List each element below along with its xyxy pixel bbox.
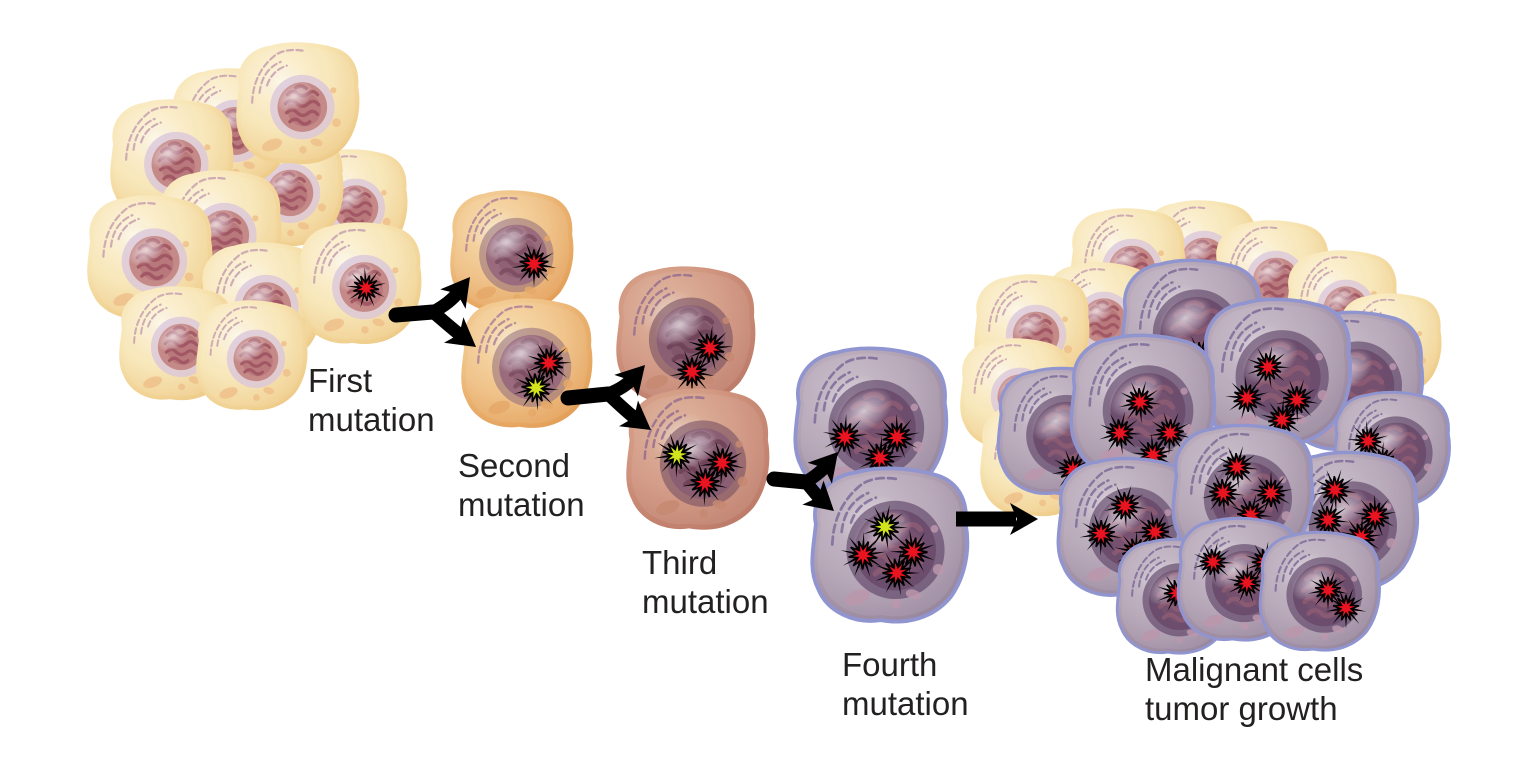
label-line: mutation <box>642 582 769 620</box>
cell-nucleus <box>259 162 321 224</box>
mutation-star-red <box>1249 471 1293 514</box>
mutation-star-yellow <box>863 504 908 550</box>
cell-brown <box>626 388 770 530</box>
cell-purple <box>810 466 970 624</box>
mutation-star-red <box>1215 446 1259 489</box>
cell-nucleus <box>1074 291 1134 350</box>
mutation-star-red <box>1313 469 1357 512</box>
mutation-star-red <box>669 350 715 395</box>
mutation-star-red <box>1353 494 1397 537</box>
label-third-mutation: Third mutation <box>642 544 769 622</box>
arrow-first-division <box>388 277 476 347</box>
mutation-star-yellow <box>513 365 559 411</box>
label-line: First <box>308 362 373 399</box>
cell-orange <box>450 190 574 313</box>
mutation-star-red <box>1307 570 1349 611</box>
label-line: Third <box>642 544 718 581</box>
label-line: mutation <box>458 485 585 523</box>
mutation-star-red <box>890 529 935 575</box>
mutation-star-red <box>1099 411 1142 455</box>
cell-purple <box>793 346 949 500</box>
cell-normal <box>298 222 422 345</box>
label-line: Malignant cells <box>1145 651 1364 688</box>
label-line: mutation <box>842 684 969 722</box>
normal-cell-cluster <box>87 42 422 411</box>
cell-purple <box>1258 530 1381 652</box>
mutation-star-red <box>1226 562 1268 603</box>
mutation-star-red <box>1306 499 1350 542</box>
second-mutation-cells <box>616 266 770 530</box>
label-line: tumor growth <box>1145 689 1338 727</box>
cell-brown <box>616 266 756 404</box>
label-line: mutation <box>308 400 435 438</box>
cell-purple <box>1201 297 1353 447</box>
first-mutation-cells <box>450 190 593 428</box>
label-fourth-mutation: Fourth mutation <box>842 646 969 724</box>
mutation-star-red <box>1103 485 1147 528</box>
cell-orange <box>461 298 593 428</box>
mutation-star-red <box>1325 588 1367 629</box>
mutation-star-red <box>682 461 728 506</box>
arrow-to-tumor <box>956 503 1038 535</box>
mutation-star-red <box>874 414 920 459</box>
cell-nucleus <box>226 329 286 388</box>
label-line: Second <box>458 447 570 484</box>
mutation-star-red <box>840 532 886 577</box>
mutation-star-red <box>1225 376 1269 420</box>
cell-purple <box>1069 333 1217 479</box>
cell-normal <box>196 300 308 411</box>
malignant-tumor <box>960 200 1451 655</box>
mutation-star-red <box>687 325 733 371</box>
label-line: Fourth <box>842 646 938 683</box>
mutation-star-red <box>857 435 903 481</box>
mutation-star-red <box>1193 541 1234 583</box>
label-first-mutation: First mutation <box>308 362 435 440</box>
label-malignant-cells: Malignant cells tumor growth <box>1145 651 1363 729</box>
mutation-star-red <box>1118 381 1162 424</box>
cell-nucleus <box>150 316 212 378</box>
cell-nucleus <box>492 327 572 407</box>
cell-nucleus <box>270 74 335 140</box>
mutation-star-yellow <box>654 433 700 478</box>
mutation-star-red <box>1148 412 1192 455</box>
mutation-star-red <box>822 414 868 459</box>
mutation-star-red <box>345 267 387 308</box>
mutation-star-red <box>1201 472 1245 515</box>
mutation-star-red <box>875 550 920 596</box>
mutation-star-red <box>1275 379 1319 422</box>
cell-nucleus <box>121 228 188 294</box>
third-mutation-cells <box>793 346 970 624</box>
mutation-star-red <box>527 340 572 386</box>
label-second-mutation: Second mutation <box>458 447 585 525</box>
mutation-star-red <box>1247 345 1290 389</box>
mutation-star-red <box>1260 398 1304 441</box>
cell-normal <box>236 42 360 165</box>
mutation-star-red <box>511 242 557 287</box>
arrow-third-division <box>766 452 838 511</box>
mutation-star-red <box>1079 513 1123 556</box>
arrow-second-division <box>560 365 651 430</box>
